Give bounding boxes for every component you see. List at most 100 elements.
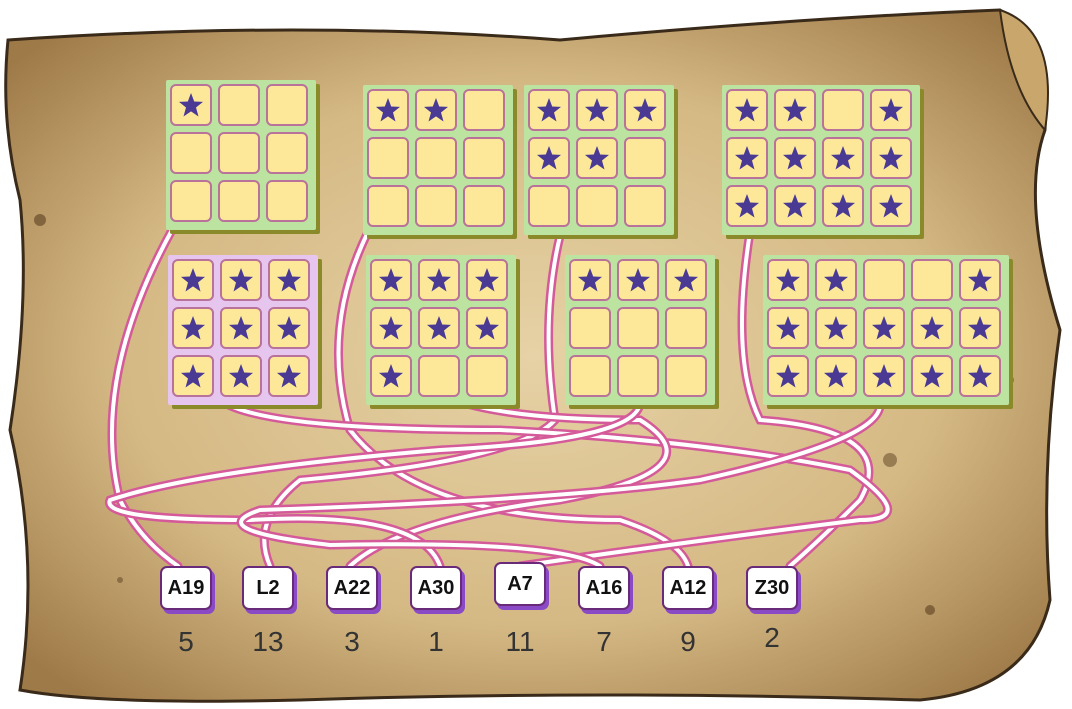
empty-cell[interactable]	[576, 185, 618, 227]
star-cell[interactable]	[268, 355, 310, 397]
star-cell[interactable]	[624, 89, 666, 131]
star-cell[interactable]	[466, 259, 508, 301]
star-cell[interactable]	[172, 259, 214, 301]
star-cell[interactable]	[665, 259, 707, 301]
star-icon	[276, 363, 302, 389]
star-cell[interactable]	[767, 307, 809, 349]
star-cell[interactable]	[370, 307, 412, 349]
star-grid-g5[interactable]	[168, 255, 318, 405]
empty-cell[interactable]	[367, 137, 409, 179]
star-cell[interactable]	[959, 307, 1001, 349]
empty-cell[interactable]	[665, 355, 707, 397]
star-grid-g7[interactable]	[565, 255, 715, 405]
star-cell[interactable]	[370, 259, 412, 301]
star-cell[interactable]	[220, 307, 262, 349]
star-cell[interactable]	[767, 259, 809, 301]
star-cell[interactable]	[418, 259, 460, 301]
star-grid-g3[interactable]	[524, 85, 674, 235]
empty-cell[interactable]	[822, 89, 864, 131]
empty-cell[interactable]	[863, 259, 905, 301]
star-cell[interactable]	[815, 259, 857, 301]
star-cell[interactable]	[767, 355, 809, 397]
star-cell[interactable]	[466, 307, 508, 349]
star-cell[interactable]	[774, 89, 816, 131]
star-cell[interactable]	[415, 89, 457, 131]
star-cell[interactable]	[822, 137, 864, 179]
star-cell[interactable]	[815, 307, 857, 349]
empty-cell[interactable]	[266, 132, 308, 174]
star-icon	[375, 97, 401, 123]
star-cell[interactable]	[172, 355, 214, 397]
star-cell[interactable]	[863, 307, 905, 349]
empty-cell[interactable]	[624, 185, 666, 227]
star-cell[interactable]	[911, 355, 953, 397]
star-cell[interactable]	[220, 259, 262, 301]
star-cell[interactable]	[726, 185, 768, 227]
label-tile[interactable]: L2	[242, 566, 294, 610]
label-tile[interactable]: A16	[578, 566, 630, 610]
empty-cell[interactable]	[911, 259, 953, 301]
star-cell[interactable]	[870, 185, 912, 227]
empty-cell[interactable]	[624, 137, 666, 179]
star-cell[interactable]	[822, 185, 864, 227]
star-cell[interactable]	[726, 137, 768, 179]
label-tile[interactable]: Z30	[746, 566, 798, 610]
label-tile[interactable]: A12	[662, 566, 714, 610]
star-cell[interactable]	[528, 89, 570, 131]
star-grid-g1[interactable]	[166, 80, 316, 230]
star-cell[interactable]	[576, 89, 618, 131]
empty-cell[interactable]	[170, 132, 212, 174]
star-cell[interactable]	[528, 137, 570, 179]
empty-cell[interactable]	[617, 355, 659, 397]
star-cell[interactable]	[863, 355, 905, 397]
label-tile[interactable]: A22	[326, 566, 378, 610]
empty-cell[interactable]	[665, 307, 707, 349]
empty-cell[interactable]	[466, 355, 508, 397]
star-cell[interactable]	[268, 259, 310, 301]
empty-cell[interactable]	[463, 185, 505, 227]
empty-cell[interactable]	[415, 137, 457, 179]
empty-cell[interactable]	[569, 307, 611, 349]
empty-cell[interactable]	[463, 137, 505, 179]
label-tile[interactable]: A30	[410, 566, 462, 610]
star-cell[interactable]	[870, 89, 912, 131]
empty-cell[interactable]	[617, 307, 659, 349]
empty-cell[interactable]	[528, 185, 570, 227]
star-cell[interactable]	[220, 355, 262, 397]
label-tile[interactable]: A7	[494, 562, 546, 606]
star-cell[interactable]	[870, 137, 912, 179]
star-grid-g8[interactable]	[763, 255, 1009, 405]
star-cell[interactable]	[911, 307, 953, 349]
star-icon	[228, 267, 254, 293]
star-grid-g4[interactable]	[722, 85, 920, 235]
empty-cell[interactable]	[266, 84, 308, 126]
empty-cell[interactable]	[218, 84, 260, 126]
star-cell[interactable]	[959, 355, 1001, 397]
empty-cell[interactable]	[418, 355, 460, 397]
star-cell[interactable]	[617, 259, 659, 301]
star-cell[interactable]	[774, 185, 816, 227]
star-grid-g2[interactable]	[363, 85, 513, 235]
star-cell[interactable]	[576, 137, 618, 179]
star-cell[interactable]	[367, 89, 409, 131]
empty-cell[interactable]	[367, 185, 409, 227]
star-cell[interactable]	[170, 84, 212, 126]
star-cell[interactable]	[959, 259, 1001, 301]
star-cell[interactable]	[726, 89, 768, 131]
star-cell[interactable]	[268, 307, 310, 349]
empty-cell[interactable]	[218, 180, 260, 222]
star-cell[interactable]	[569, 259, 611, 301]
star-cell[interactable]	[172, 307, 214, 349]
star-cell[interactable]	[815, 355, 857, 397]
empty-cell[interactable]	[569, 355, 611, 397]
empty-cell[interactable]	[415, 185, 457, 227]
star-cell[interactable]	[774, 137, 816, 179]
star-cell[interactable]	[370, 355, 412, 397]
empty-cell[interactable]	[170, 180, 212, 222]
empty-cell[interactable]	[266, 180, 308, 222]
empty-cell[interactable]	[218, 132, 260, 174]
star-cell[interactable]	[418, 307, 460, 349]
star-grid-g6[interactable]	[366, 255, 516, 405]
empty-cell[interactable]	[463, 89, 505, 131]
label-tile[interactable]: A19	[160, 566, 212, 610]
